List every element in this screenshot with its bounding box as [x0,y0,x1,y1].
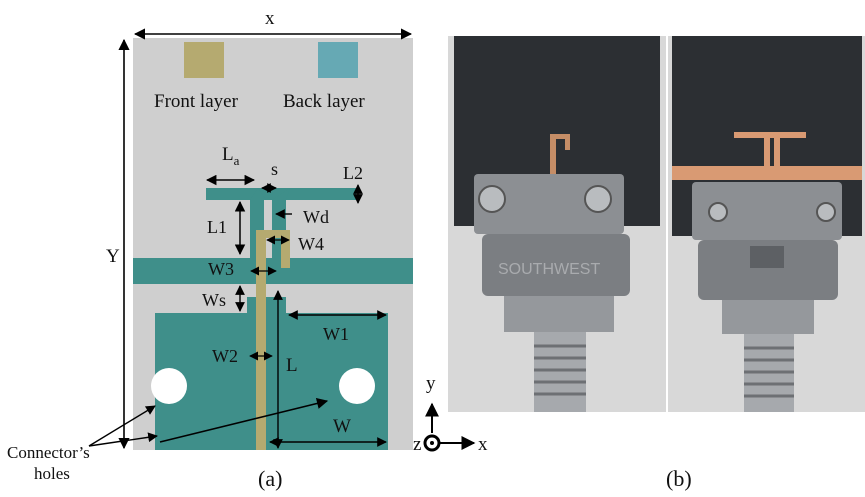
connector-holes-label-line1: Connector’s [7,443,90,462]
axis-x-label: x [478,434,488,455]
dim-l1-label: L1 [207,217,227,237]
back-ground-plane [155,297,388,450]
back-layer-label: Back layer [283,91,365,112]
dim-wd-label: Wd [303,207,329,227]
dim-la-label: La [222,144,240,168]
caption-a: (a) [258,466,283,491]
axis-y-label: y [426,373,436,394]
dim-w-label: W [333,416,351,437]
connector-callout-line-1 [88,405,156,447]
dim-w3-label: W3 [208,259,234,279]
dim-x-label: x [265,8,275,29]
dim-l2-label: L2 [343,163,363,183]
back-t-taper [250,188,290,200]
connector-holes-label-line2: holes [34,464,70,483]
dim-w1-label: W1 [323,324,349,344]
back-layer-swatch [318,42,358,78]
dim-y-label: Y [106,246,120,267]
photo-front-view: SOUTHWEST [448,36,666,412]
dim-w4-label: W4 [298,234,324,254]
front-layer-label: Front layer [154,91,239,112]
dim-ws-label: Ws [202,290,226,310]
connector-hole-left [151,368,187,404]
axis-z-label: z [413,434,421,455]
caption-b: (b) [666,466,692,491]
front-layer-swatch [184,42,224,78]
connector-callout-line-2 [88,432,158,447]
dim-l-label: L [286,355,298,376]
dim-w2-label: W2 [212,346,238,366]
photo-back-view [668,36,865,412]
connector-hole-right [339,368,375,404]
dim-w-diagonal-arrow [159,397,329,443]
connector-brand-text: SOUTHWEST [498,261,600,278]
front-feed-line [256,240,266,450]
dim-s-label: s [271,159,278,179]
axis-z-dot [430,441,434,445]
